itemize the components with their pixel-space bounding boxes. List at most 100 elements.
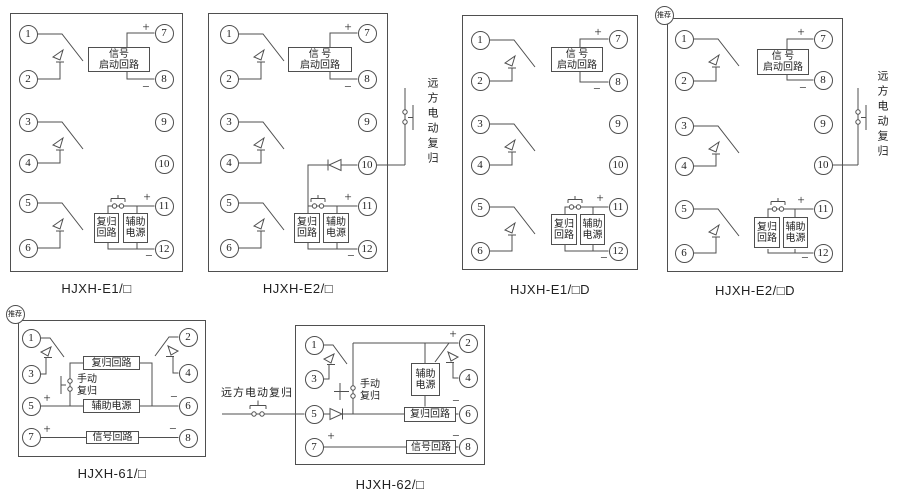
- p1-terminal-10: 10: [154, 154, 174, 174]
- p2-terminal-10: 10: [357, 155, 377, 175]
- p6-manual-reset-label: 手动 复归: [360, 379, 380, 402]
- button-contact-dot: [118, 203, 125, 209]
- p2-terminal-1: 1: [219, 24, 239, 44]
- push-button-icon: [310, 195, 326, 202]
- p4-minus-sign: −: [801, 250, 809, 265]
- p3-terminal-10: 10: [608, 155, 628, 175]
- p2-plus-sign: +: [344, 19, 352, 34]
- relay-contact-icon: [323, 342, 459, 380]
- p5-aux-power-box: 辅助电源: [83, 399, 140, 413]
- wire-segments: [564, 38, 609, 252]
- remote-reset-button-icon: [832, 88, 867, 166]
- p5-terminal-6: 6: [178, 396, 198, 416]
- p1-plus-sign: +: [143, 189, 151, 204]
- p4-terminal-6: 6: [674, 243, 694, 263]
- p6-reset-circuit-box: 复归回路: [404, 406, 456, 422]
- p3-terminal-8: 8: [608, 72, 628, 92]
- manual-reset-button-icon: [60, 376, 66, 394]
- p4-caption: HJXH-E2/□D: [714, 283, 796, 298]
- button-contact-dot: [251, 411, 257, 417]
- p4-signal-start-box: 信 号 启动回路: [757, 49, 809, 75]
- recommended-badge: 推荐: [5, 304, 25, 324]
- p3-circuit: [462, 15, 638, 270]
- p3-minus-sign: −: [600, 250, 608, 265]
- recommended-badge: 推荐: [654, 5, 674, 25]
- p5-plus-sign: +: [43, 421, 51, 436]
- panel-border: [462, 15, 638, 270]
- push-button-icon: [770, 198, 786, 205]
- panel-border: [208, 13, 388, 272]
- p2-reset-circuit-box: 复归 回路: [294, 213, 320, 243]
- p2-minus-sign: −: [347, 248, 355, 263]
- p5-terminal-1: 1: [21, 328, 41, 348]
- manual-reset-button-icon: [334, 383, 349, 400]
- relay-contact-icon: [489, 39, 536, 252]
- p4-plus-sign: +: [797, 192, 805, 207]
- p2-plus-sign: +: [344, 189, 352, 204]
- p2-terminal-6: 6: [219, 238, 239, 258]
- p3-terminal-11: 11: [608, 197, 628, 217]
- p1-terminal-11: 11: [154, 196, 174, 216]
- p5-caption: HJXH-61/□: [77, 466, 147, 481]
- wire-segments: [767, 38, 814, 254]
- p4-terminal-11: 11: [813, 199, 833, 219]
- p6-terminal-7: 7: [304, 437, 324, 457]
- button-contact-dot: [778, 206, 785, 212]
- button-contact-dot: [568, 204, 575, 210]
- p3-minus-sign: −: [593, 81, 601, 96]
- contact-arrowheads: [503, 54, 516, 234]
- p6-plus-sign: +: [327, 428, 335, 443]
- p1-terminal-7: 7: [154, 23, 174, 43]
- p1-terminal-6: 6: [18, 238, 38, 258]
- p2-terminal-9: 9: [357, 112, 377, 132]
- p6-caption: HJXH-62/□: [355, 477, 425, 492]
- p6-signal-circuit-box: 信号回路: [406, 440, 456, 454]
- p1-terminal-2: 2: [18, 69, 38, 89]
- panel-border: [667, 18, 843, 272]
- p2-signal-start-box: 信 号 启动回路: [288, 47, 352, 72]
- p3-plus-sign: +: [596, 190, 604, 205]
- p6-circuit: [222, 325, 485, 465]
- p5-circuit: [18, 320, 206, 457]
- button-contact-dot: [67, 378, 73, 384]
- p3-terminal-2: 2: [470, 71, 490, 91]
- button-contact-dot: [350, 385, 356, 391]
- p6-terminal-3: 3: [304, 369, 324, 389]
- diode-icon: [329, 407, 344, 421]
- p1-terminal-12: 12: [154, 239, 174, 259]
- p4-terminal-9: 9: [813, 114, 833, 134]
- p1-minus-sign: −: [142, 79, 150, 94]
- relay-contact-icon: [40, 336, 179, 375]
- push-button-icon: [110, 195, 126, 202]
- p2-terminal-3: 3: [219, 112, 239, 132]
- p4-terminal-7: 7: [813, 29, 833, 49]
- button-contact-dot: [855, 119, 861, 125]
- diode-icon: [327, 158, 342, 172]
- contact-arrowheads: [39, 345, 180, 357]
- p2-terminal-5: 5: [219, 193, 239, 213]
- panel-border: [18, 320, 206, 457]
- p4-plus-sign: +: [797, 24, 805, 39]
- p4-terminal-4: 4: [674, 156, 694, 176]
- p5-manual-reset-label: 手动 复归: [77, 374, 97, 397]
- wire-segments: [38, 362, 179, 438]
- p6-plus-sign: +: [449, 326, 457, 341]
- p5-plus-sign: +: [43, 390, 51, 405]
- p1-minus-sign: −: [145, 248, 153, 263]
- p5-terminal-7: 7: [21, 427, 41, 447]
- p3-aux-power-box: 辅助 电源: [580, 214, 605, 245]
- p1-terminal-5: 5: [18, 193, 38, 213]
- p4-terminal-1: 1: [674, 29, 694, 49]
- p3-terminal-3: 3: [470, 114, 490, 134]
- wire-segments: [107, 32, 155, 250]
- p2-terminal-4: 4: [219, 153, 239, 173]
- p5-terminal-3: 3: [21, 364, 41, 384]
- p1-terminal-8: 8: [154, 69, 174, 89]
- contact-arrowheads: [322, 351, 460, 364]
- p2-terminal-11: 11: [357, 196, 377, 216]
- p6-minus-sign: −: [452, 393, 460, 408]
- p3-plus-sign: +: [594, 24, 602, 39]
- p3-terminal-9: 9: [608, 114, 628, 134]
